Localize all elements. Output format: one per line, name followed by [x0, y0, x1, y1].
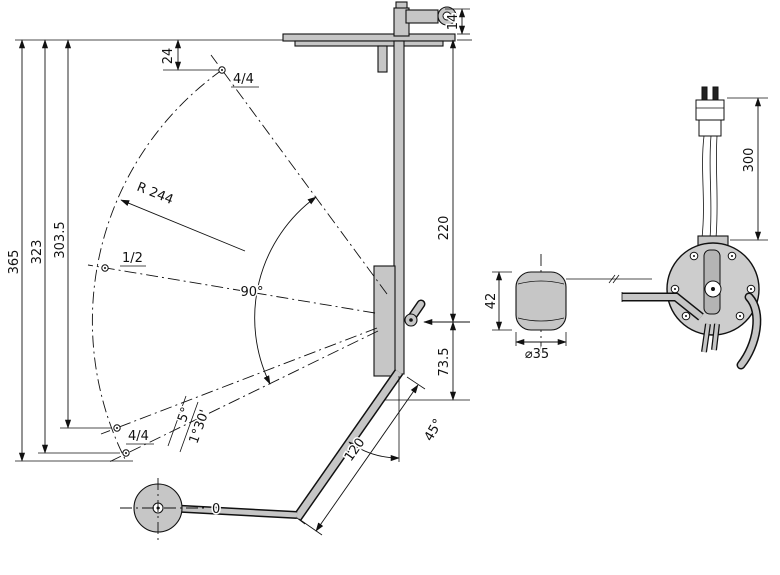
position-label-full-bottom: 4/4 — [128, 429, 149, 444]
angle-label-5: 5° — [175, 405, 194, 424]
dim-label-303-5: 303.5 — [53, 221, 68, 258]
position-label-half: 1/2 — [122, 251, 143, 266]
position-labels: 4/4 1/2 4/4 0 — [120, 71, 259, 519]
position-label-full-top: 4/4 — [233, 72, 254, 87]
connector — [695, 86, 725, 137]
dim-120: 120 — [298, 376, 426, 536]
position-label-rest: 0 — [212, 502, 220, 517]
small-angle-dims: 5° 1°30' — [167, 395, 214, 453]
dim-label-365: 365 — [7, 250, 22, 275]
dim-label-24: 24 — [161, 48, 176, 65]
dim-label-73-5: 73.5 — [437, 348, 452, 377]
float-body — [515, 271, 567, 331]
radius-label: R 244 — [135, 180, 176, 208]
angle-label-45: 45° — [422, 417, 447, 444]
dim-label-323: 323 — [30, 240, 45, 265]
rim-screws — [670, 251, 756, 321]
sender-bracket — [373, 265, 426, 377]
dim-label-300: 300 — [742, 148, 757, 173]
dim-300: 300 — [727, 97, 768, 241]
dim-label-42: 42 — [484, 293, 499, 310]
angle-arc-90 — [254, 196, 317, 385]
pickup-tube — [288, 369, 404, 525]
side-view: 300 — [621, 86, 768, 370]
radius-leader — [120, 199, 246, 252]
left-dimensions: 365 323 303.5 — [6, 39, 283, 462]
right-dimensions: 220 73.5 — [384, 39, 472, 401]
main-view: 90° R 244 5° 1°30' 4/4 1/2 4/4 0 — [6, 1, 472, 540]
mounting-flange — [282, 1, 457, 73]
wires — [701, 135, 718, 239]
sender-body-side — [621, 235, 762, 370]
angle-label-90: 90° — [240, 285, 263, 300]
float-detail: 42 ⌀35 — [483, 254, 652, 364]
float-swing-arc — [87, 54, 388, 509]
dim-label-diameter-35: ⌀35 — [525, 347, 549, 362]
return-stub — [377, 45, 388, 73]
dim-label-220: 220 — [437, 216, 452, 241]
dim-label-14: 14 — [446, 14, 461, 31]
position-markers — [101, 66, 226, 457]
dim-14: 14 — [445, 8, 470, 35]
dim-24: 24 — [160, 39, 219, 71]
